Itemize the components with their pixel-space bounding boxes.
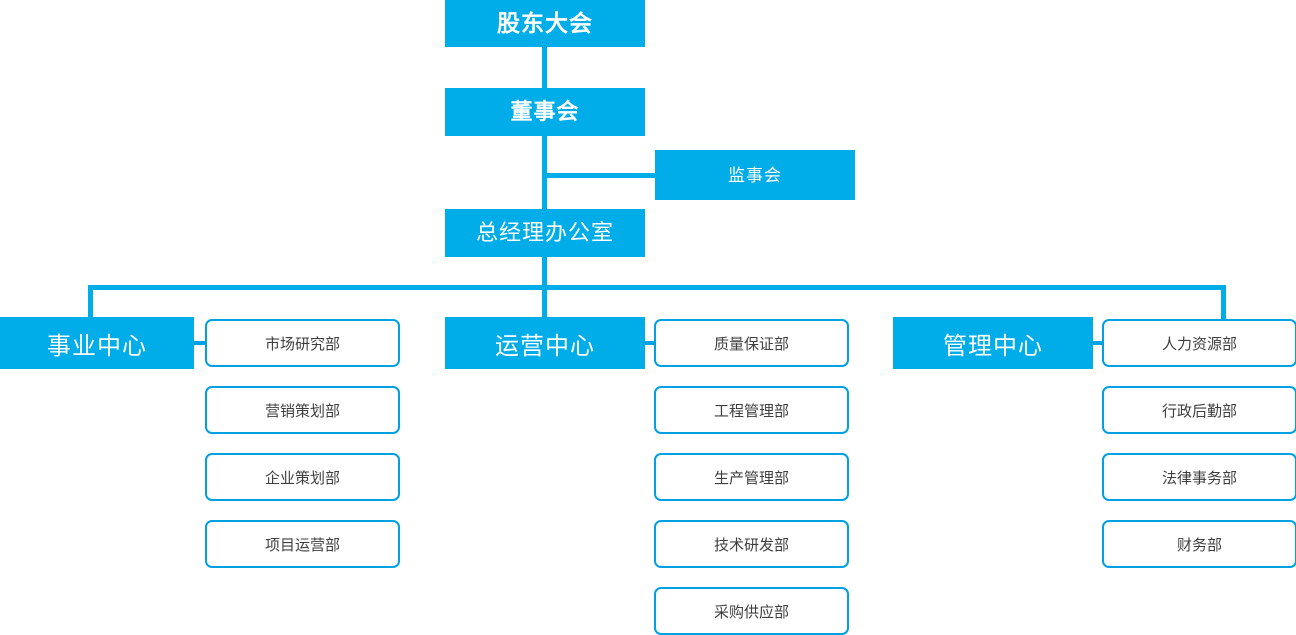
dept-label: 企业策划部 xyxy=(264,469,340,487)
node-general-manager-office-label: 总经理办公室 xyxy=(475,220,614,245)
node-business-center-label: 事业中心 xyxy=(47,332,147,360)
dept-box-quality-assurance[interactable]: 质量保证部 xyxy=(654,319,849,367)
connector-business-center-departments xyxy=(194,341,205,345)
dept-box-technology-rnd[interactable]: 技术研发部 xyxy=(654,520,849,568)
dept-label: 行政后勤部 xyxy=(1161,402,1237,420)
connector-operations-center-departments xyxy=(645,341,654,345)
dept-box-human-resources[interactable]: 人力资源部 xyxy=(1102,319,1296,367)
dept-label: 采购供应部 xyxy=(713,603,789,621)
node-board-of-supervisors-label: 监事会 xyxy=(728,165,782,185)
dept-box-corporate-planning[interactable]: 企业策划部 xyxy=(205,453,400,501)
dept-box-legal-affairs[interactable]: 法律事务部 xyxy=(1102,453,1296,501)
connector-bar-to-operations-center xyxy=(542,285,547,321)
connector-bar-to-management-center xyxy=(1221,285,1226,321)
dept-label: 市场研究部 xyxy=(264,335,340,353)
node-management-center-label: 管理中心 xyxy=(943,332,1043,360)
dept-label: 人力资源部 xyxy=(1161,335,1237,353)
dept-box-marketing-planning[interactable]: 营销策划部 xyxy=(205,386,400,434)
dept-box-engineering-management[interactable]: 工程管理部 xyxy=(654,386,849,434)
node-management-center[interactable]: 管理中心 xyxy=(893,317,1093,369)
dept-label: 营销策划部 xyxy=(264,402,340,420)
dept-box-finance[interactable]: 财务部 xyxy=(1102,520,1296,568)
dept-label: 工程管理部 xyxy=(713,402,789,420)
connector-bar-to-business-center xyxy=(88,285,93,321)
node-operations-center[interactable]: 运营中心 xyxy=(445,317,645,369)
node-shareholders-meeting-label: 股东大会 xyxy=(497,10,593,36)
node-shareholders-meeting[interactable]: 股东大会 xyxy=(445,0,645,47)
node-general-manager-office[interactable]: 总经理办公室 xyxy=(445,209,645,257)
node-board-of-directors[interactable]: 董事会 xyxy=(445,88,645,136)
dept-box-project-operations[interactable]: 项目运营部 xyxy=(205,520,400,568)
dept-box-production-management[interactable]: 生产管理部 xyxy=(654,453,849,501)
dept-label: 技术研发部 xyxy=(713,536,789,554)
connector-gm-office-bar xyxy=(542,257,547,289)
connector-distribution-bar xyxy=(88,285,1226,290)
dept-label: 法律事务部 xyxy=(1161,469,1237,487)
dept-label: 财务部 xyxy=(1176,536,1222,554)
node-board-of-directors-label: 董事会 xyxy=(510,99,580,124)
dept-label: 质量保证部 xyxy=(713,335,789,353)
node-operations-center-label: 运营中心 xyxy=(495,332,595,360)
dept-box-market-research[interactable]: 市场研究部 xyxy=(205,319,400,367)
dept-label: 项目运营部 xyxy=(264,536,340,554)
node-board-of-supervisors[interactable]: 监事会 xyxy=(655,150,855,200)
dept-box-administration-logistics[interactable]: 行政后勤部 xyxy=(1102,386,1296,434)
connector-management-center-departments xyxy=(1093,341,1102,345)
connector-shareholders-board xyxy=(542,47,547,90)
dept-label: 生产管理部 xyxy=(713,469,789,487)
dept-box-procurement-supply[interactable]: 采购供应部 xyxy=(654,587,849,635)
node-business-center[interactable]: 事业中心 xyxy=(0,317,194,369)
connector-gm-supervisors xyxy=(542,173,660,178)
